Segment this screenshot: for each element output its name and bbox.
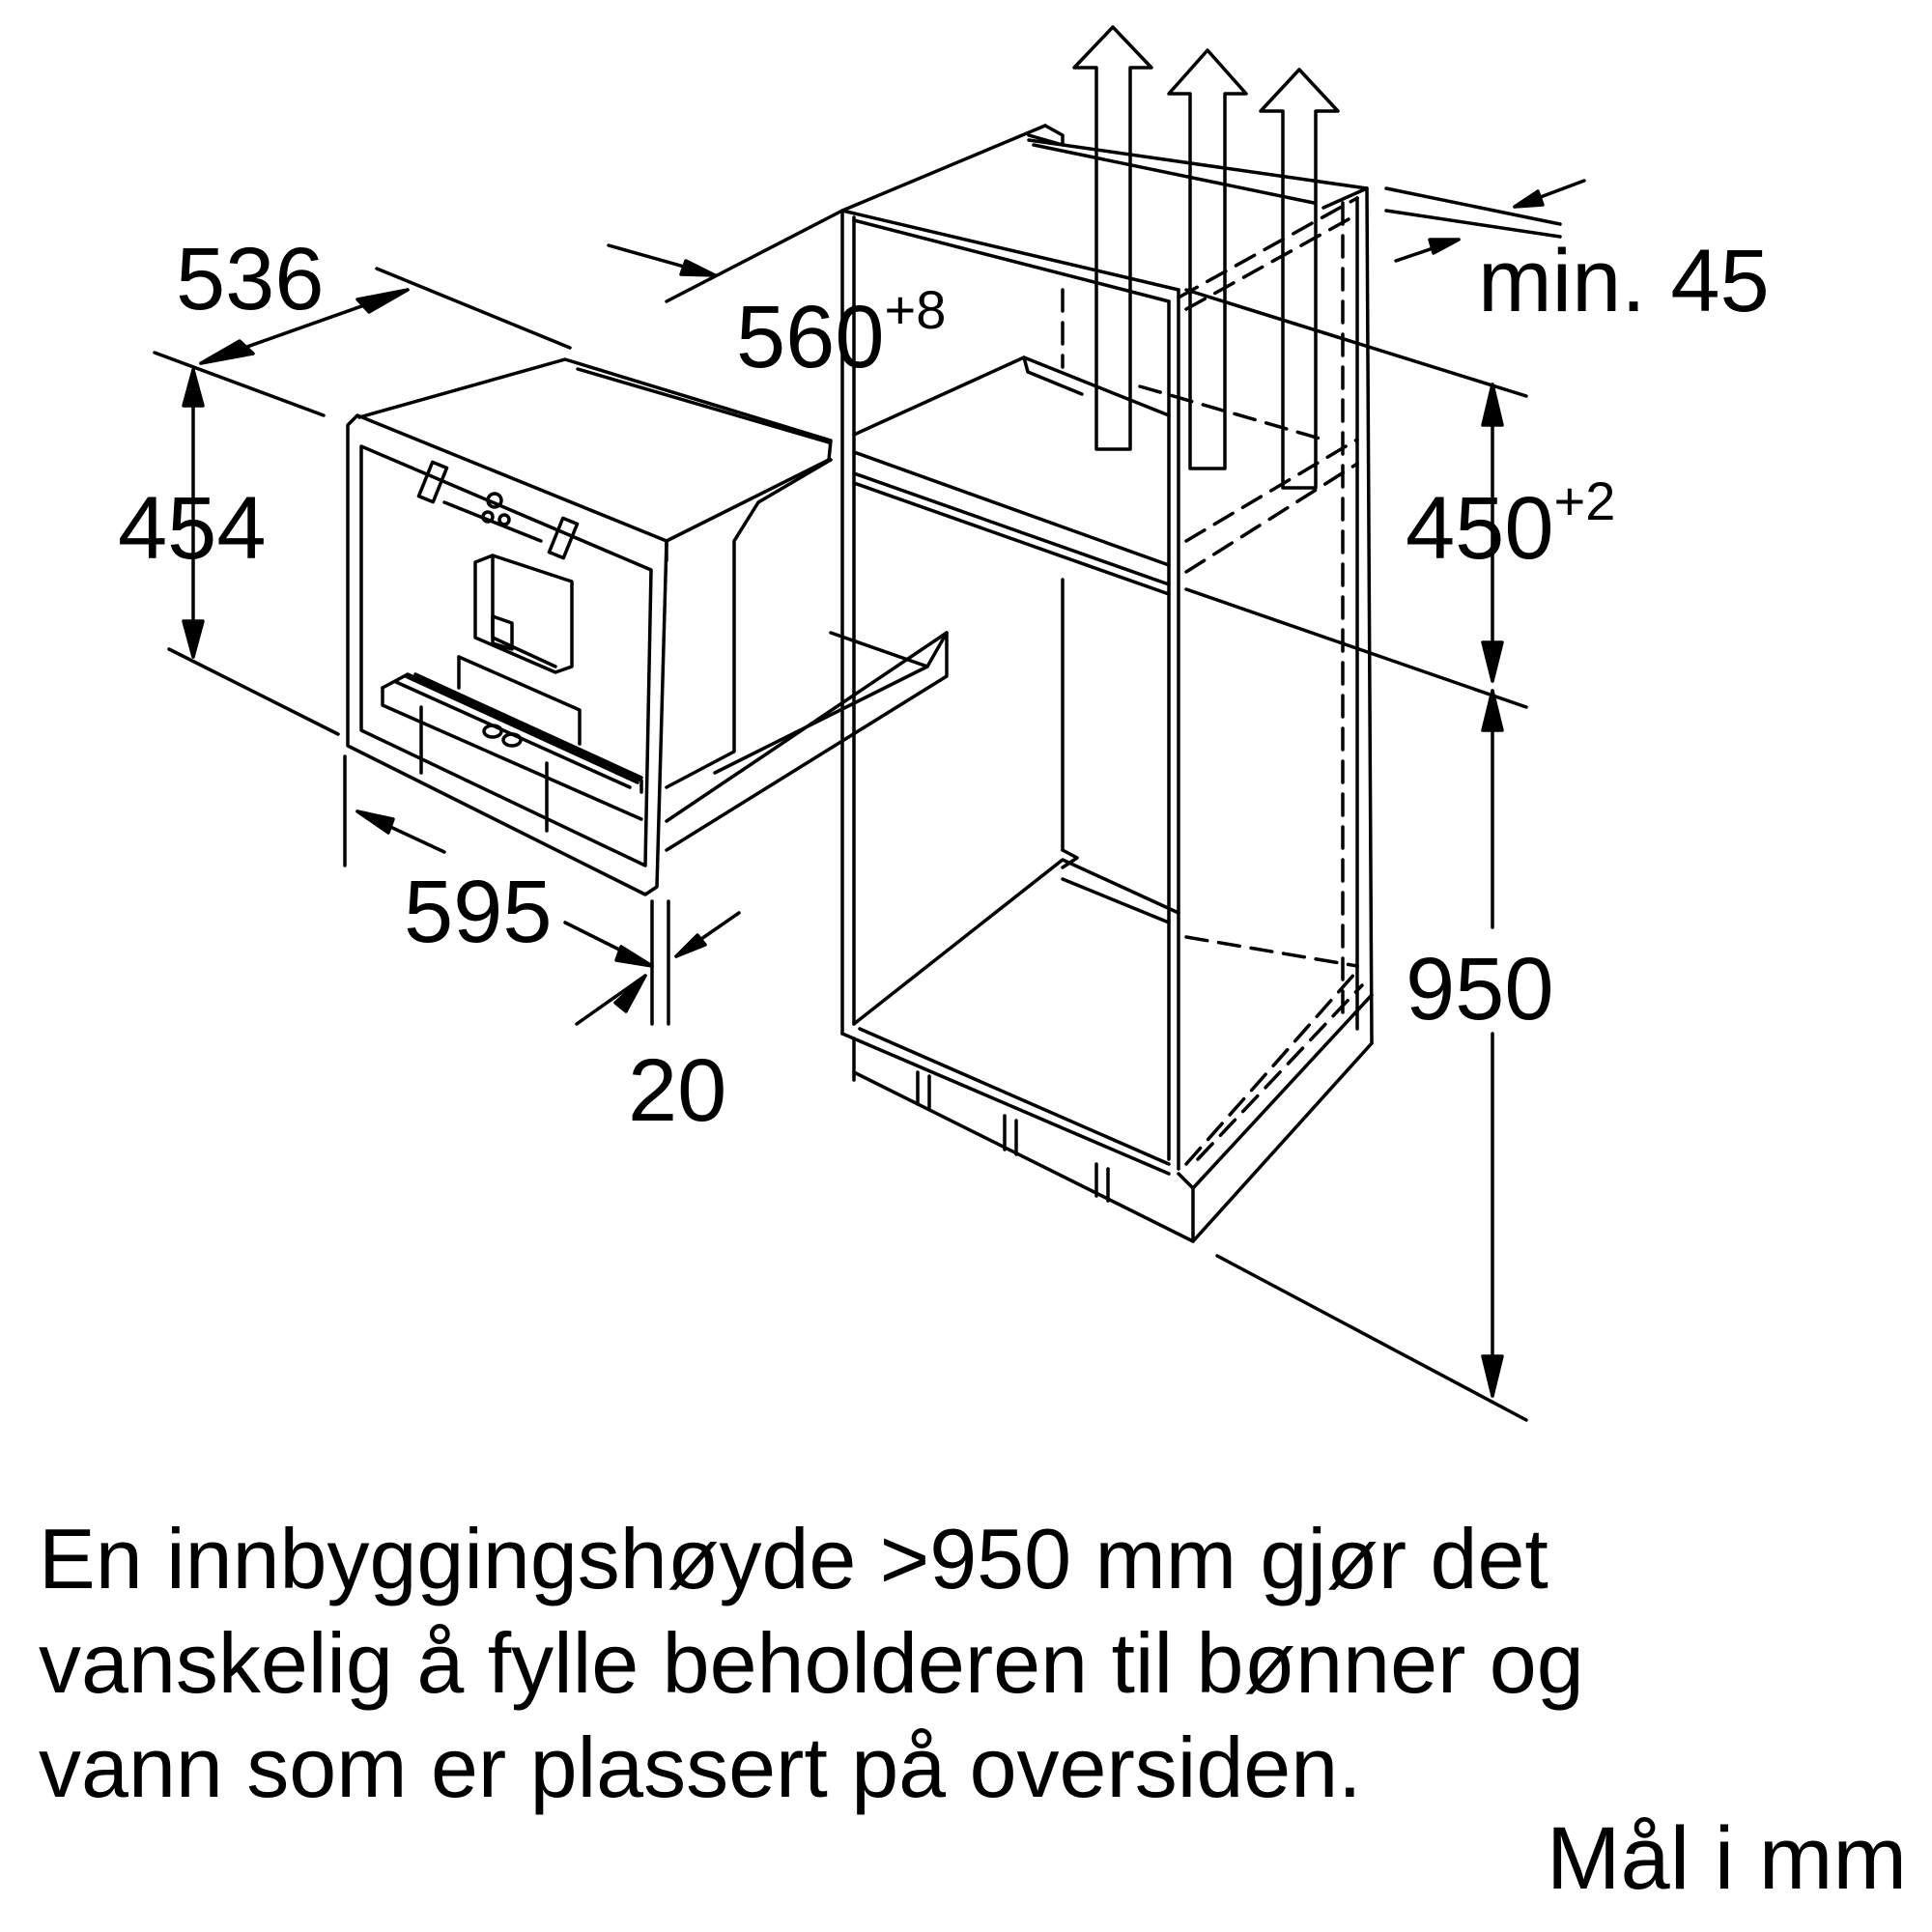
note-line-1: En innbyggingshøyde >950 mm gjør det: [39, 1511, 1548, 1606]
dimension-lines: [153, 179, 1586, 1398]
dim-560-label: 560+8: [736, 279, 946, 386]
airflow-arrow-icon: [1167, 48, 1248, 470]
cabinet-niche: [665, 124, 1562, 1422]
dim-20-label: 20: [628, 1041, 726, 1140]
dim-min-45-label: min. 45: [1478, 232, 1770, 330]
installation-note: En innbyggingshøyde >950 mm gjør det van…: [39, 1507, 1874, 1820]
dim-595-label: 595: [404, 863, 553, 961]
airflow-arrow-icon: [1072, 25, 1153, 451]
airflow-arrow-icon: [1259, 68, 1340, 490]
note-line-2: vanskelig å fylle beholderen til bønner …: [39, 1615, 1584, 1711]
dim-950-label: 950: [1406, 940, 1554, 1038]
dim-454-label: 454: [118, 479, 267, 578]
airflow-arrows: [1072, 25, 1340, 490]
dim-450-label: 450+2: [1406, 470, 1615, 578]
dim-536-label: 536: [176, 230, 325, 328]
note-line-3: vann som er plassert på oversiden.: [39, 1719, 1362, 1815]
coffee-machine: [346, 357, 949, 896]
units-label: Mål i mm: [1546, 1809, 1907, 1908]
